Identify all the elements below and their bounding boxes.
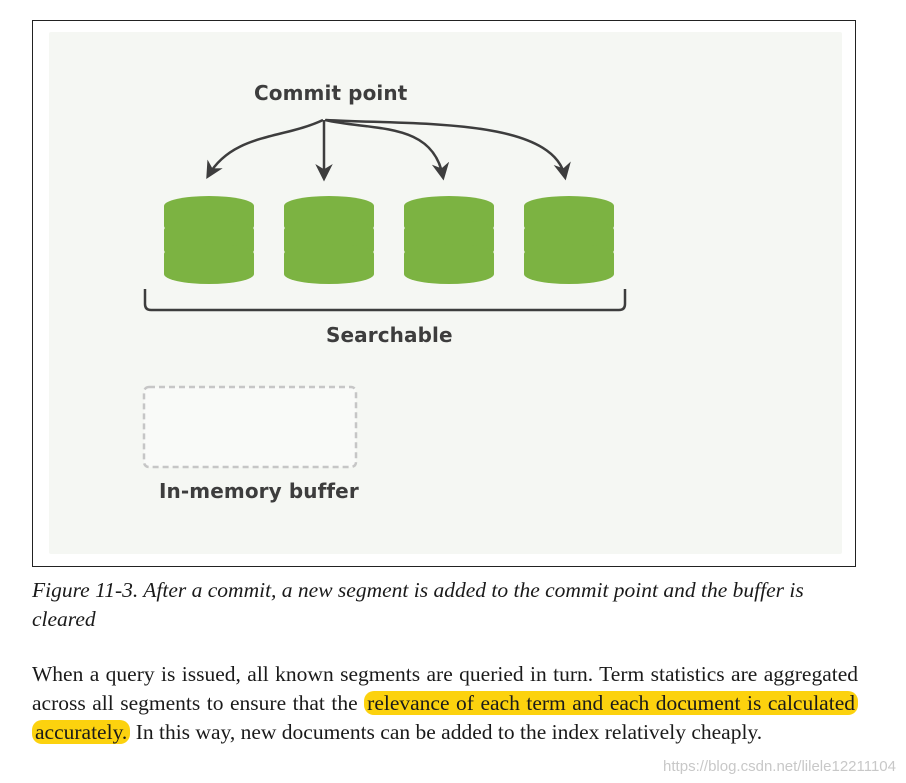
segment-layer <box>404 244 494 284</box>
watermark: https://blog.csdn.net/lilele12211104 <box>663 758 896 775</box>
in-memory-buffer-label: In-memory buffer <box>159 479 359 503</box>
segment-icon <box>524 196 614 284</box>
arrow-to-segment-1 <box>206 118 324 180</box>
commit-point-label: Commit point <box>254 81 408 105</box>
paragraph-text-before: When a query is issued, all known segmen… <box>32 662 858 715</box>
in-memory-buffer-box <box>142 385 358 469</box>
segment-layer <box>524 244 614 284</box>
body-paragraph: When a query is issued, all known segmen… <box>32 660 858 747</box>
diagram-canvas <box>142 118 627 469</box>
searchable-bracket <box>143 289 627 312</box>
segment-icon <box>164 196 254 284</box>
commit-arrows <box>206 118 571 182</box>
arrow-to-segment-4 <box>325 118 571 181</box>
segment-layer <box>164 244 254 284</box>
arrow-to-segment-3 <box>324 118 450 181</box>
segment-icon <box>404 196 494 284</box>
figure-caption: Figure 11-3. After a commit, a new segme… <box>32 578 804 631</box>
segments-group <box>164 196 614 284</box>
searchable-label: Searchable <box>326 323 453 347</box>
paragraph-text-after: In this way, new documents can be added … <box>130 720 763 744</box>
segment-icon <box>284 196 374 284</box>
figure-frame: Commit point Searchable In-memory buffer <box>32 20 856 567</box>
segment-layer <box>284 244 374 284</box>
